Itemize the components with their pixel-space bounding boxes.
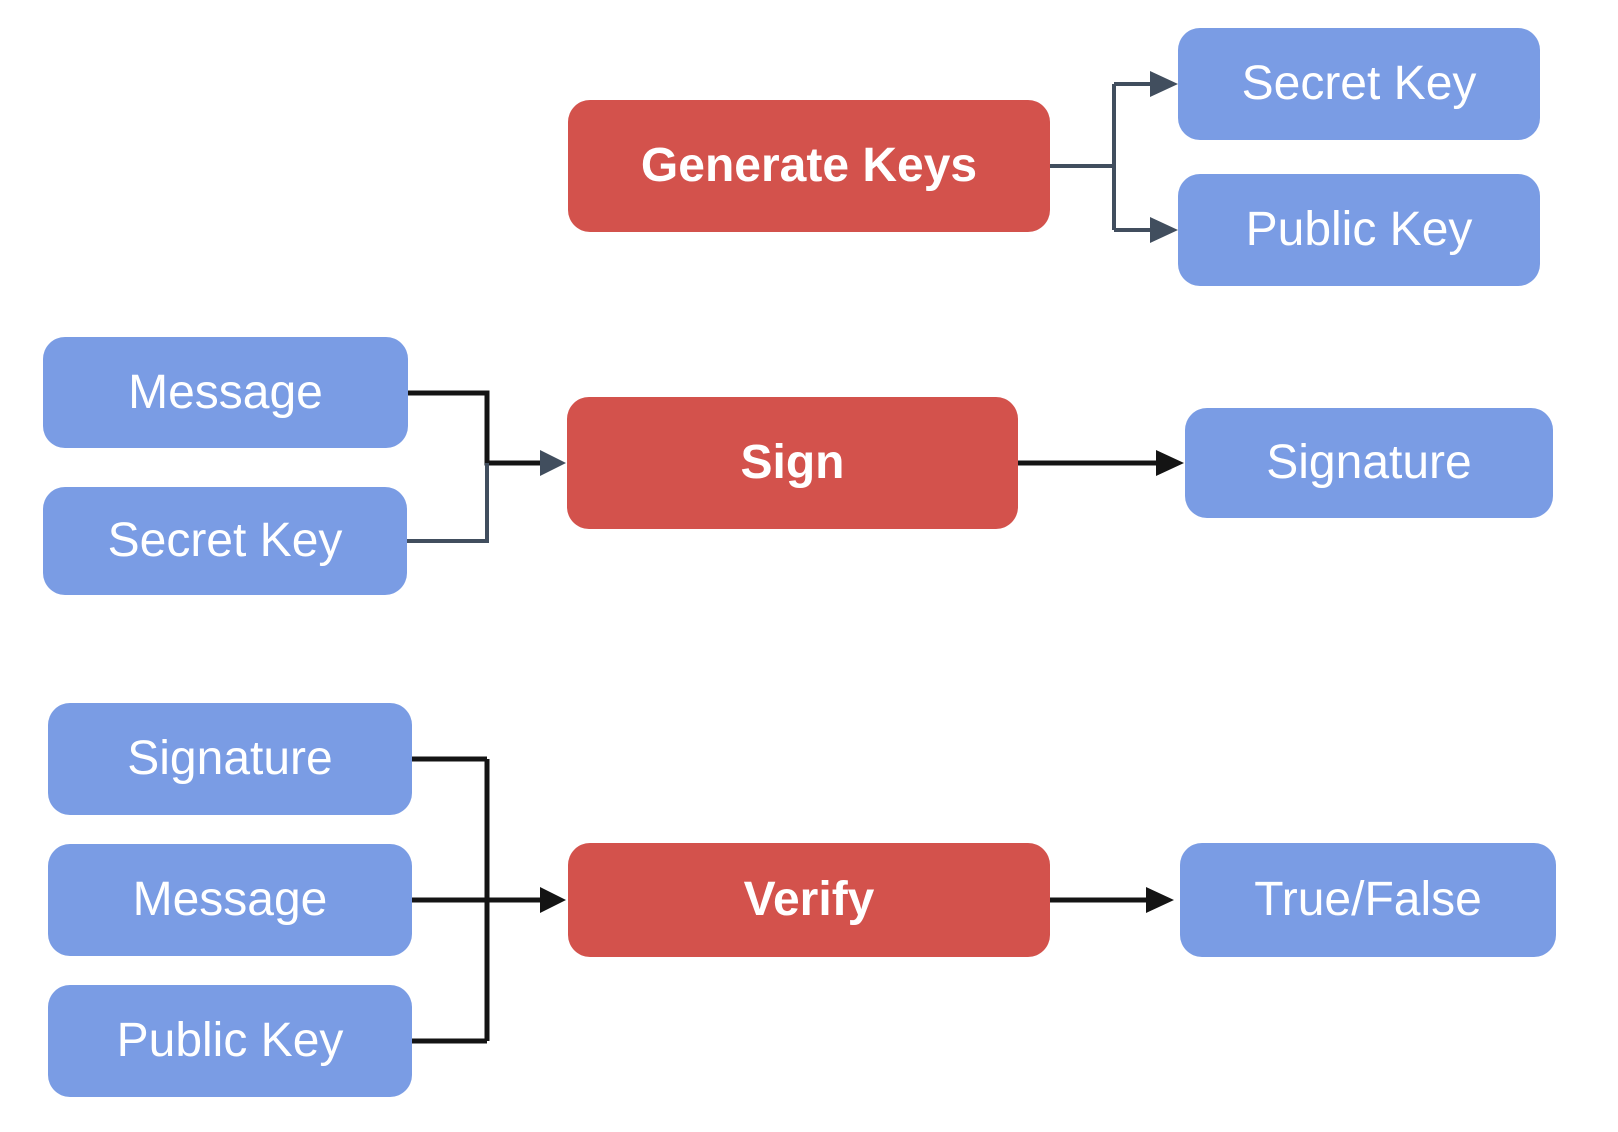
node-public-key-output: Public Key	[1178, 174, 1540, 286]
node-verify-message-input: Message	[48, 844, 412, 956]
arrowhead-to-verify	[540, 887, 566, 913]
arrowhead-to-signature-output	[1156, 450, 1184, 476]
node-true-false-output: True/False	[1180, 843, 1556, 957]
edge-inputs-to-verify	[412, 756, 542, 1044]
node-secret-key-output: Secret Key	[1178, 28, 1540, 140]
arrowhead-to-true-false-output	[1146, 887, 1174, 913]
node-verify-signature-input: Signature	[48, 703, 412, 815]
node-verify-public-key-input: Public Key	[48, 985, 412, 1097]
arrowhead-to-secret-key-output	[1150, 71, 1178, 97]
node-verify: Verify	[568, 843, 1050, 957]
arrowhead-to-sign	[540, 450, 566, 476]
node-sign-secret-key-input: Secret Key	[43, 487, 407, 595]
node-generate-keys: Generate Keys	[568, 100, 1050, 232]
node-sign-message-input: Message	[43, 337, 408, 448]
arrowhead-to-public-key-output	[1150, 217, 1178, 243]
edge-generate-keys-branch	[1050, 82, 1152, 232]
node-sign: Sign	[567, 397, 1018, 529]
edge-message-to-sign	[408, 390, 542, 466]
edge-secret-key-to-sign	[407, 463, 489, 543]
node-signature-output: Signature	[1185, 408, 1553, 518]
